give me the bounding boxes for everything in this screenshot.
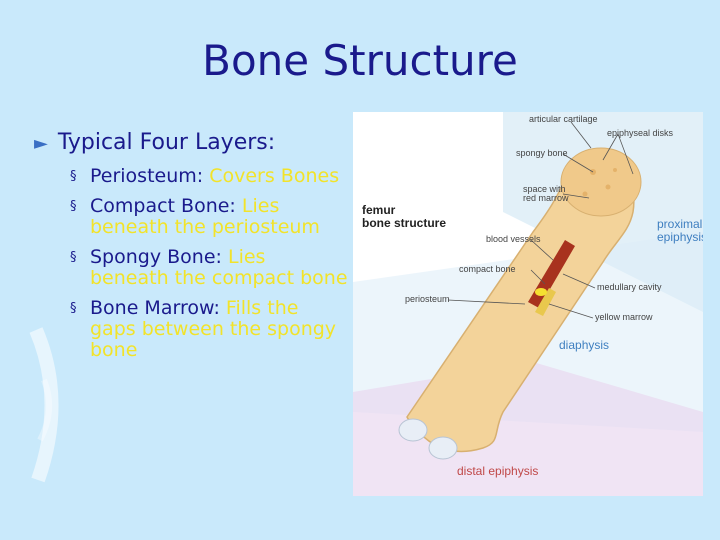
layer-term: Bone Marrow:: [90, 297, 220, 319]
square-bullet-icon: §: [70, 199, 77, 214]
list-item: § Compact Bone: Lies beneath the perioste…: [70, 196, 350, 238]
list-item: § Spongy Bone: Lies beneath the compact b…: [70, 247, 350, 289]
triangle-bullet-icon: ►: [34, 133, 48, 154]
layer-description: Covers Bones: [209, 165, 340, 187]
label-medullary-cavity: medullary cavity: [597, 282, 662, 292]
slide-title: Bone Structure: [202, 36, 518, 85]
decorative-swoosh: [29, 327, 59, 483]
layer-term: Periosteum:: [90, 165, 204, 187]
label-proximal-line1: proximal: [657, 217, 703, 231]
label-proximal-epiphysis: proximal epiphysis: [657, 218, 703, 244]
label-spongy-bone: spongy bone: [516, 148, 568, 158]
femur-title: femur bone structure: [362, 204, 446, 230]
label-epiphyseal-disks: epiphyseal disks: [607, 128, 674, 138]
label-blood-vessels: blood vessels: [486, 234, 541, 244]
label-red-marrow-2: red marrow: [523, 193, 569, 203]
layer-term: Spongy Bone:: [90, 246, 222, 268]
square-bullet-icon: §: [70, 169, 77, 184]
list-item: § Bone Marrow: Fills the gaps between the…: [70, 298, 350, 361]
femur-title-line1: femur: [362, 203, 396, 217]
label-proximal-line2: epiphysis: [657, 230, 703, 244]
label-diaphysis: diaphysis: [559, 338, 610, 352]
layer-description: Lies beneath the compact bone: [90, 246, 348, 289]
femur-title-line2: bone structure: [362, 216, 447, 230]
layer-term: Compact Bone:: [90, 195, 236, 217]
layer-description: Lies beneath the periosteum: [90, 195, 320, 238]
square-bullet-icon: §: [70, 250, 77, 265]
label-periosteum: periosteum: [405, 294, 450, 304]
layer-description: Fills the gaps between the spongy bone: [90, 297, 337, 361]
label-yellow-marrow: yellow marrow: [595, 312, 653, 322]
layers-list: § Periosteum: Covers Bones § Compact Bone:…: [70, 166, 350, 370]
femur-illustration: [353, 112, 703, 496]
femur-diagram: articular cartilage epiphyseal disks spo…: [353, 112, 703, 496]
square-bullet-icon: §: [70, 301, 77, 316]
list-item: § Periosteum: Covers Bones: [70, 166, 350, 187]
main-bullet: ► Typical Four Layers:: [34, 130, 275, 155]
label-red-marrow-1: space with: [523, 184, 566, 194]
label-distal-epiphysis: distal epiphysis: [457, 464, 539, 478]
label-compact-bone: compact bone: [459, 264, 516, 274]
label-articular-cartilage: articular cartilage: [529, 114, 598, 124]
main-bullet-text: Typical Four Layers:: [57, 130, 276, 155]
